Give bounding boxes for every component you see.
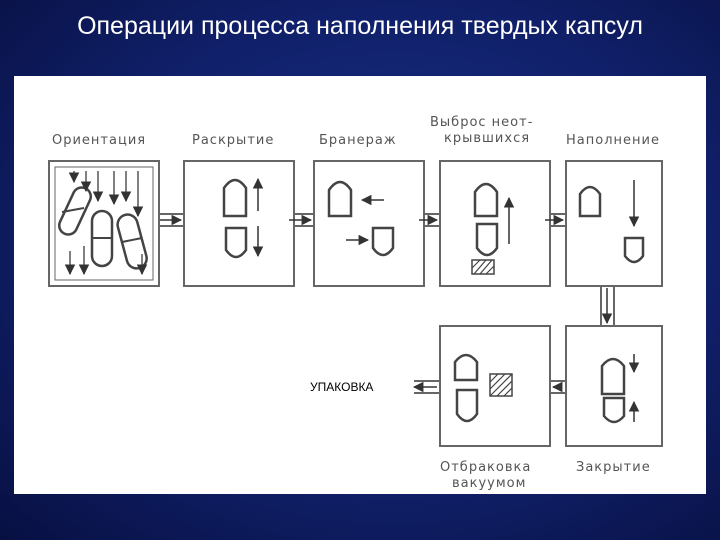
rejected-hatch <box>471 259 495 275</box>
vacuum-capsule <box>453 353 479 423</box>
process-diagram: Ориентация Раскрытие Бранераж Выброс нео… <box>14 76 706 494</box>
ejection-capsule <box>473 182 499 257</box>
station-rejection <box>313 160 425 287</box>
orientation-capsules <box>57 186 148 270</box>
orientation-arrows <box>64 171 148 276</box>
opening-capsule <box>222 178 248 259</box>
station-vacuum <box>439 325 551 447</box>
label-opening: Раскрытие <box>192 133 275 148</box>
label-vacuum-1: Отбраковка <box>440 460 532 475</box>
connectors <box>159 213 615 394</box>
label-closing: Закрытие <box>576 460 651 475</box>
label-rejection: Бранераж <box>319 133 397 148</box>
process-flow-svg <box>48 160 663 447</box>
label-filling: Наполнение <box>566 133 660 148</box>
slide-title: Операции процесса наполнения твердых кап… <box>77 12 643 40</box>
station-filling <box>565 160 663 287</box>
label-orientation: Ориентация <box>52 133 147 148</box>
label-ejection-1: Выброс неот- <box>430 115 534 130</box>
station-opening <box>183 160 295 287</box>
label-packaging: УПАКОВКА <box>310 380 374 394</box>
rejection-arrows <box>346 194 384 246</box>
station-orientation <box>48 160 160 287</box>
flow-arrows <box>160 214 613 393</box>
rejection-capsule <box>327 180 395 257</box>
closing-capsule <box>600 357 626 424</box>
station-ejection <box>439 160 551 287</box>
filling-capsule <box>578 185 645 264</box>
vacuum-hatch <box>489 373 513 397</box>
label-vacuum-2: вакуумом <box>452 476 527 491</box>
label-ejection-2: крывшихся <box>444 131 531 146</box>
